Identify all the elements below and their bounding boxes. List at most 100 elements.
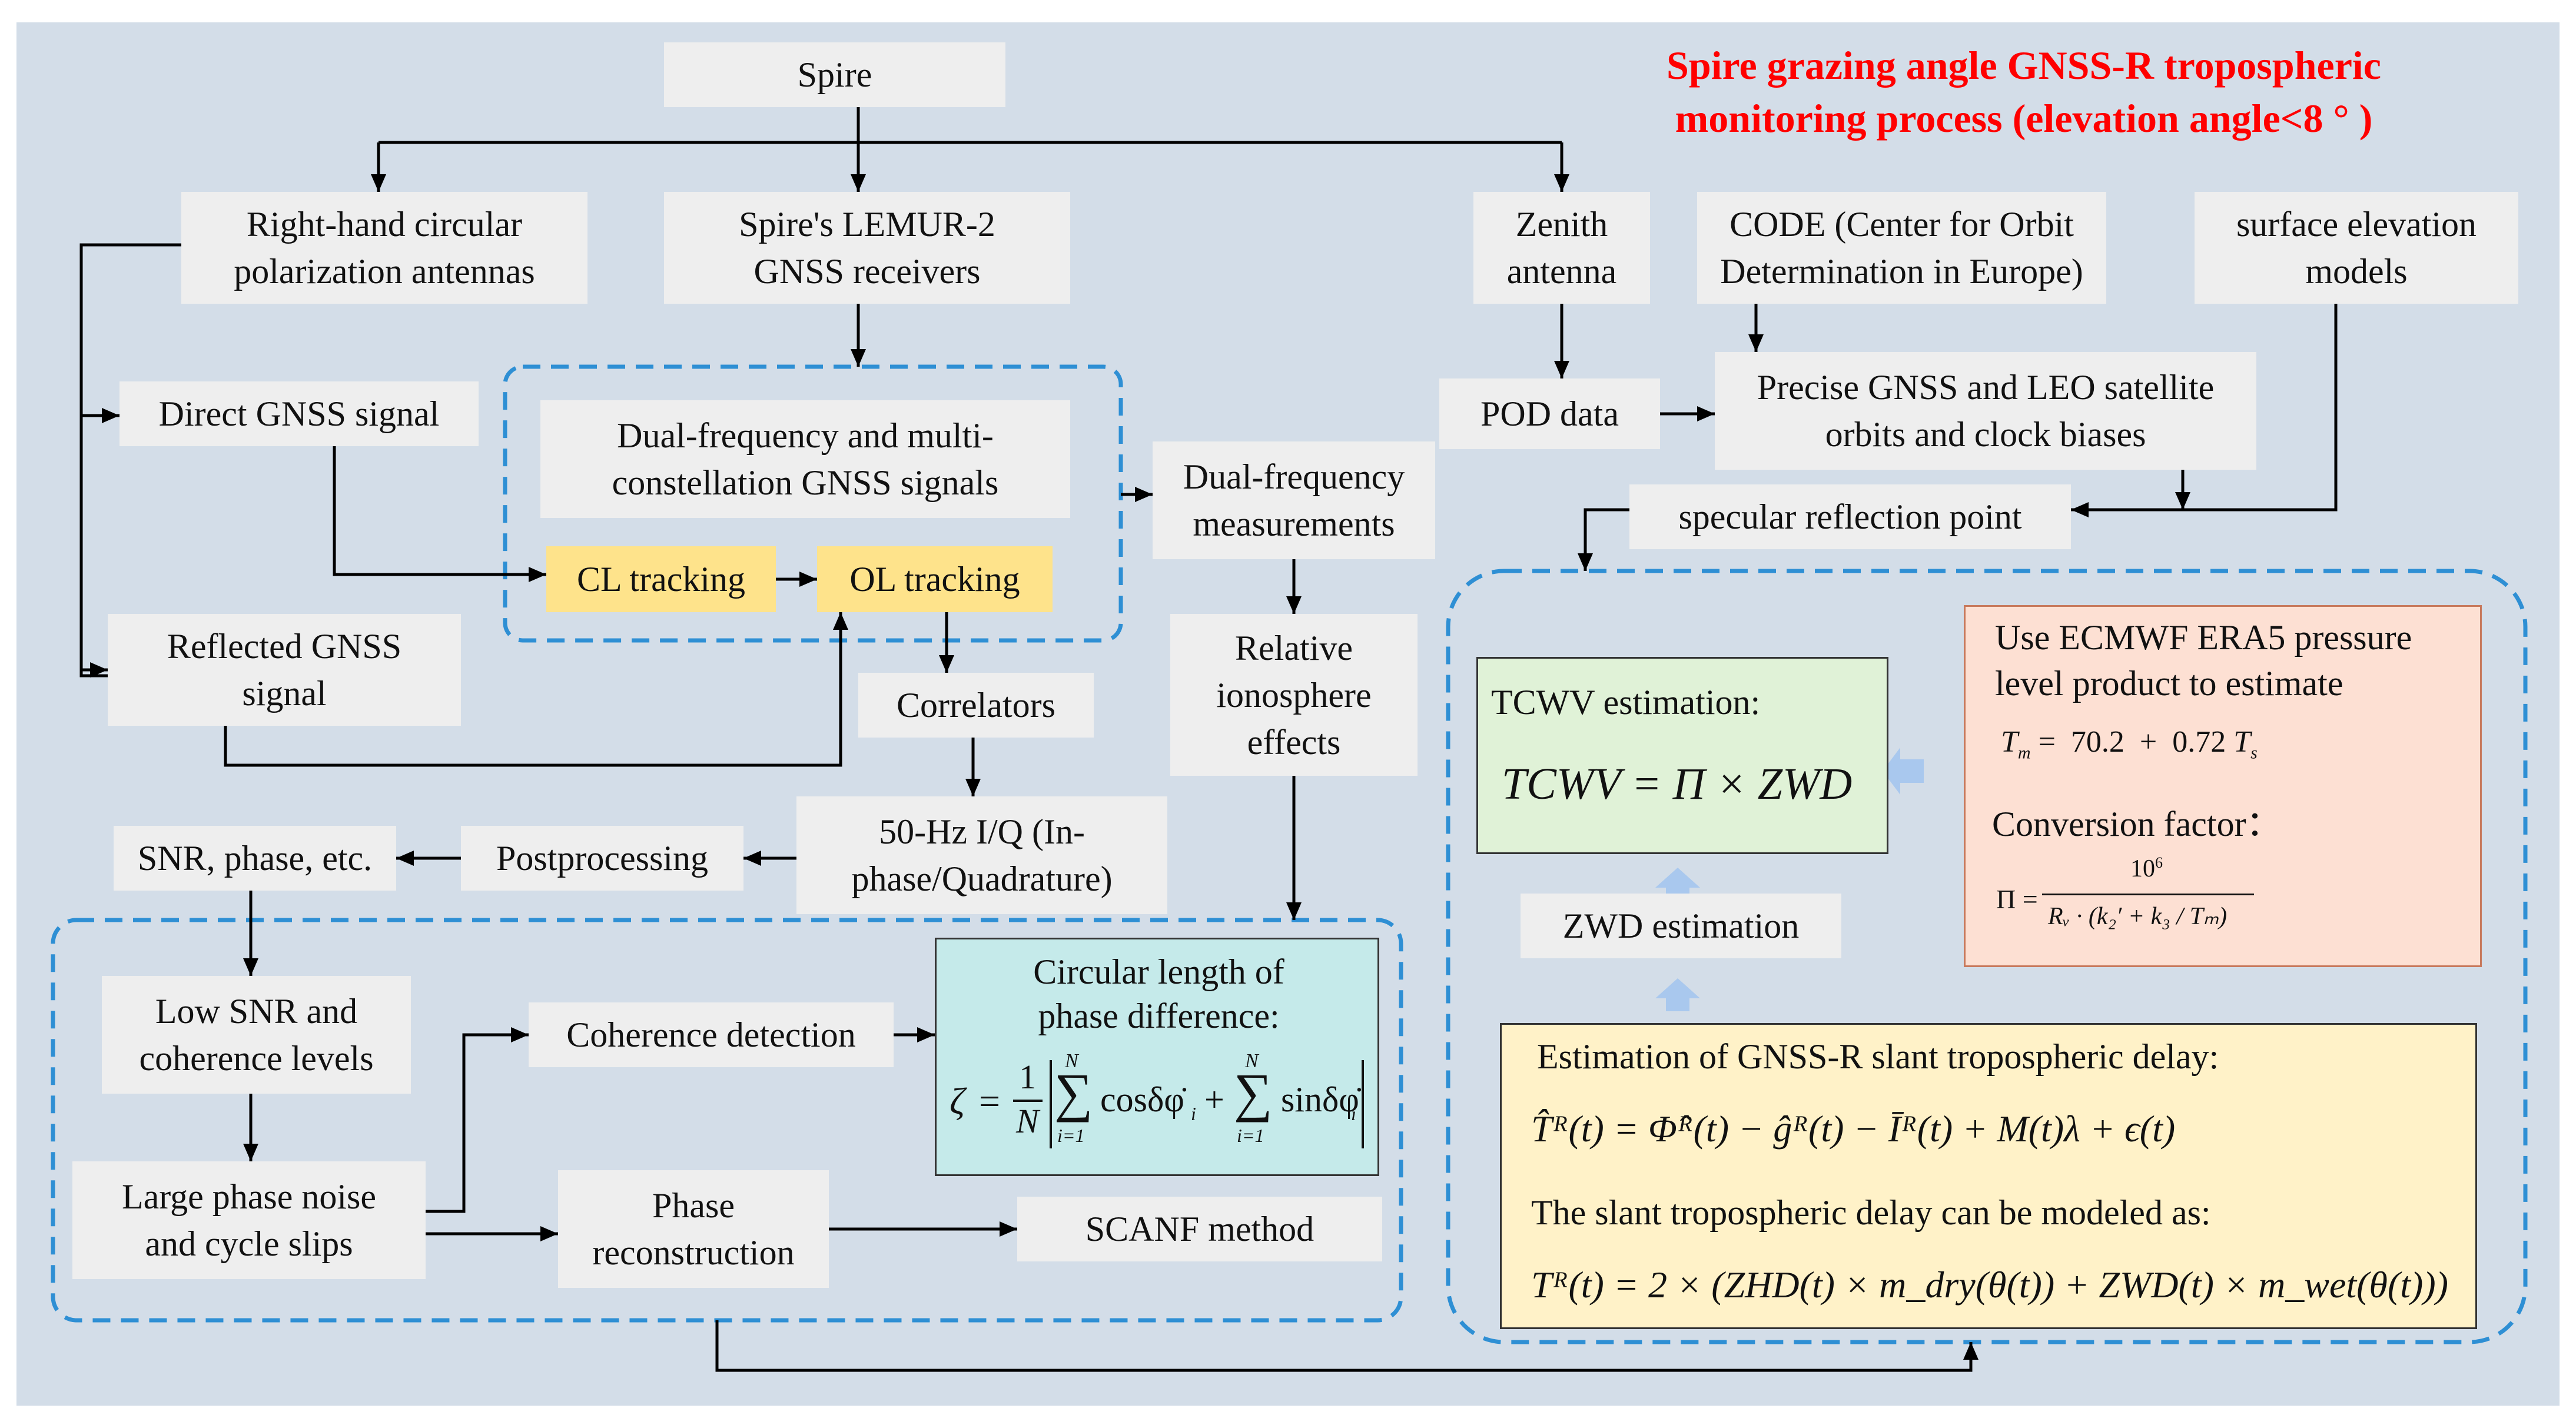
surface-elevation-node: surface elevation models [2195,192,2518,304]
reflected-line-1: Reflected GNSS [167,627,402,666]
ts-subscript: s [2250,743,2258,763]
zwd-to-tcwv-arrow [1655,868,1700,902]
zenith-antenna-node: Zenith antenna [1473,192,1650,304]
correlators-to-iq-arrowhead [965,779,981,796]
cl-tracking-node: CL tracking [546,546,776,612]
iq-to-postproc-arrowhead [743,851,761,866]
pod-to-precise-arrowhead [1697,406,1715,421]
direct-to-cl-arrowhead [529,567,546,582]
pod-label: POD data [1480,394,1619,433]
pi-numerator: 106 [2130,854,2163,883]
dual-freq-signals-line-1: Dual-frequency and multi- [617,416,994,455]
circular-heading-line-1: Circular length of [1033,952,1284,991]
sum2-top: N [1245,1050,1259,1072]
direct-label: Direct GNSS signal [158,394,440,433]
slant-equation-2: Tᴿ(t) = 2 × (ZHD(t) × m_dry(θ(t)) + ZWD(… [1531,1264,2448,1306]
rhcp-left-feed [79,243,181,678]
zenith-line-1: Zenith [1515,205,1608,244]
title-line-2: monitoring process (elevation angle<8 ° … [1675,96,2373,141]
slant-heading: Estimation of GNSS-R slant tropospheric … [1537,1037,2219,1076]
large-noise-line-1: Large phase noise [121,1177,377,1216]
circular-heading-line-2: phase difference: [1038,997,1280,1035]
tcwv-heading: TCWV estimation: [1491,683,1761,722]
coherence-detection-node: Coherence detection [529,1002,894,1067]
slant-delay-box: Estimation of GNSS-R slant tropospheric … [1500,1023,2477,1329]
relative-iono-line-2: ionosphere [1216,675,1372,715]
iq-node: 50-Hz I/Q (In- phase/Quadrature) [796,796,1167,914]
abs-bar-left [1050,1060,1052,1148]
title-line-1: Spire grazing angle GNSS-R tropospheric [1667,43,2381,88]
lowsnr-to-largenoise-arrowhead [243,1144,258,1161]
tm-equation: Tm = 70.2 + 0.72 Ts [2001,725,2258,763]
rhcp-line-2: polarization antennas [234,252,535,291]
surface-line-1: surface elevation [2236,205,2477,244]
precise-line-1: Precise GNSS and LEO satellite [1757,368,2215,407]
sin-term: sinδφ̇ [1281,1080,1359,1119]
phase-recon-line-2: reconstruction [592,1233,795,1272]
sin-sub: i [1351,1103,1356,1124]
sum1-bottom: i=1 [1057,1125,1085,1146]
largenoise-to-phaserecon-arrowhead [540,1226,558,1241]
reflected-signal-node: Reflected GNSS signal [108,614,461,726]
direct-signal-node: Direct GNSS signal [119,381,479,446]
ol-to-correlators-arrowhead [939,655,954,673]
correlators-label: Correlators [897,686,1055,725]
slant-to-zwd-arrow [1655,978,1700,1011]
precise-line-2: orbits and clock biases [1825,415,2146,454]
large-phase-noise-node: Large phase noise and cycle slips [72,1161,426,1279]
specular-to-tropo [1584,508,1629,571]
zeta-symbol: ζ [950,1080,965,1122]
rhcp-to-direct-arrowhead [102,408,119,423]
precise-orbits-node: Precise GNSS and LEO satellite orbits an… [1715,352,2256,470]
zwd-label: ZWD estimation [1562,906,1800,945]
specular-to-tropo-arrowhead [1578,553,1593,571]
lemur-line-2: GNSS receivers [753,252,981,291]
dual-freq-meas-line-2: measurements [1193,504,1395,543]
era5-heading-line-1: Use ECMWF ERA5 pressure [1995,618,2412,657]
cos-term: cosδφ̇ [1100,1080,1184,1119]
dualfreq-to-iono-arrowhead [1286,596,1302,614]
reflected-line-2: signal [242,674,327,713]
tracking-to-dualfreq-arrowhead [1135,487,1153,502]
connector-layer [51,107,2528,1372]
surface-to-specular-arrowhead [2071,502,2089,517]
dual-freq-meas-line-1: Dual-frequency [1183,457,1405,496]
sum1-sigma: ∑ [1054,1062,1093,1123]
cl-to-ol-arrowhead [799,572,817,587]
pi-lhs: Π = [1996,884,2038,914]
bus-to-zenith-arrowhead [1554,174,1569,192]
tm-symbol: T [2001,725,2018,759]
pi-fraction-bar [2042,894,2254,895]
specular-label: specular reflection point [1678,497,2022,536]
era5-heading-line-2: level product to estimate [1995,664,2343,703]
specular-point-node: specular reflection point [1629,484,2071,549]
phase-processing-group-outline [51,918,1403,1323]
lemur-to-tracking-arrowhead [851,349,866,367]
bus-to-rhcp-arrowhead [371,174,386,192]
spire-label: Spire [797,55,872,94]
pi-denominator: Rᵥ · (k₂′ + k₃ / Tₘ) [2048,903,2228,930]
postproc-to-snr-arrowhead [396,851,414,866]
abs-bar-right [1362,1060,1364,1148]
slant-equation-1: T̂ᴿ(t) = Φ̂ᴿ(t) − ĝᴿ(t) − Īᴿ(t) + M(t)λ … [1531,1108,2176,1150]
slant-modeled-text: The slant tropospheric delay can be mode… [1531,1193,2211,1232]
rhcp-antennas-node: Right-hand circular polarization antenna… [181,192,587,304]
largenoise-to-coherence-arrowhead [511,1027,529,1042]
direct-to-cl [333,446,546,576]
sum1-top: N [1065,1050,1078,1072]
coherence-to-circular-arrowhead [917,1027,935,1042]
reflected-to-ol [224,612,842,767]
dual-freq-signals-line-2: constellation GNSS signals [612,463,999,502]
diagram-canvas: Spire grazing angle GNSS-R tropospheric … [16,22,2560,1406]
phase-reconstruction-node: Phase reconstruction [558,1170,829,1288]
postproc-label: Postprocessing [496,839,708,878]
circular-length-formula-box: Circular length of phase difference: ζ =… [935,938,1379,1176]
plus-sign: + [1204,1080,1224,1119]
pi-num-base: 10 [2130,855,2155,882]
tm-subscript: m [2017,743,2031,763]
code-line-2: Determination in Europe) [1720,252,2083,291]
fraction-one: 1 [1019,1058,1036,1096]
snr-to-lowsnr-arrowhead [243,958,258,976]
phasegroup-to-tropo-arrowhead [1963,1342,1979,1360]
tcwv-estimation-box: TCWV estimation: TCWV = Π × ZWD [1476,657,1888,854]
